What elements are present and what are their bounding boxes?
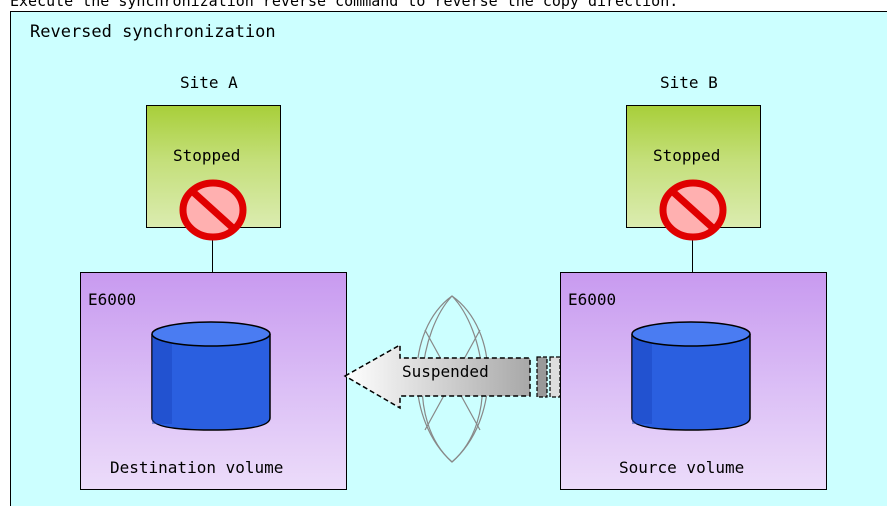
site-b-server-status: Stopped [653,146,721,165]
site-a-storage-label: E6000 [88,290,137,309]
source-volume-disk-icon [631,321,751,431]
site-b-prohibited-icon [659,179,727,241]
site-a-server-status: Stopped [173,146,241,165]
source-volume-label: Source volume [619,458,745,477]
site-b-label: Site B [660,73,718,92]
site-a-connector [212,228,213,273]
diagram-title: Reversed synchronization [30,22,276,42]
site-b-connector [692,228,693,273]
destination-volume-label: Destination volume [110,458,284,477]
destination-volume-disk-icon [151,321,271,431]
link-status-label: Suspended [402,362,489,381]
site-a-prohibited-icon [179,179,247,241]
header-instruction: Execute the synchronization reverse comm… [10,0,679,10]
site-a-label: Site A [180,73,238,92]
site-b-storage-label: E6000 [568,290,617,309]
